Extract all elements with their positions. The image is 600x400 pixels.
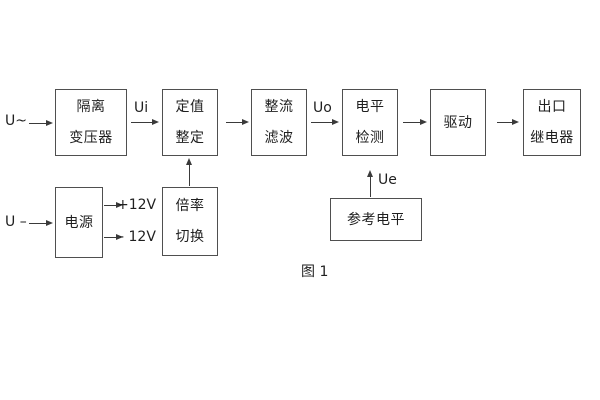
block-output-relay: 出口 继电器 [523, 89, 581, 156]
label-input-ac: U~ [5, 113, 27, 129]
block-reference-level: 参考电平 [330, 198, 422, 241]
block-power-supply: 电源 [55, 187, 103, 258]
label-input-dc: U – [5, 214, 27, 230]
arrow-driver-to-relay [497, 119, 519, 125]
label-signal-uo: Uo [313, 100, 332, 116]
block-ratio-switching: 倍率 切换 [162, 187, 218, 256]
arrow-setting-to-rectifier [226, 119, 249, 125]
arrow-level-to-driver [403, 119, 427, 125]
arrow-uac-to-isolation [29, 120, 53, 126]
block-rectifier-filter: 整流 滤波 [251, 89, 307, 156]
label-rail-neg12v: - 12V [119, 229, 156, 245]
arrow-udc-to-power [29, 220, 53, 226]
figure-caption: 图 1 [301, 264, 329, 280]
block-text-line: 定值 [175, 99, 205, 115]
arrow-ratio-to-setting [186, 158, 192, 186]
block-driver: 驱动 [430, 89, 486, 156]
block-text-line: 驱动 [443, 114, 473, 131]
block-text-line: 变压器 [69, 130, 113, 146]
arrow-isolation-to-setting [131, 119, 159, 125]
block-text-line: 倍率 [175, 198, 205, 214]
block-level-detection: 电平 检测 [342, 89, 398, 156]
arrow-reference-to-level [367, 170, 373, 197]
block-text-line: 整定 [175, 130, 205, 146]
block-setting-adjustment: 定值 整定 [162, 89, 218, 156]
block-text-line: 电平 [355, 99, 385, 115]
arrow-power-to-pos12v [104, 202, 123, 208]
block-isolation-transformer: 隔离 变压器 [55, 89, 127, 156]
arrow-rectifier-to-level [311, 119, 339, 125]
block-text-line: 检测 [355, 130, 385, 146]
label-signal-ue: Ue [378, 172, 397, 188]
label-signal-ui: Ui [134, 100, 149, 116]
block-text-line: 整流 [264, 99, 294, 115]
block-text-line: 参考电平 [347, 211, 405, 228]
block-text-line: 滤波 [264, 130, 294, 146]
label-rail-pos12v: +12V [117, 197, 157, 213]
block-text-line: 电源 [64, 214, 94, 231]
block-text-line: 出口 [537, 99, 567, 115]
arrow-power-to-neg12v [104, 234, 123, 240]
block-text-line: 切换 [175, 229, 205, 245]
block-text-line: 隔离 [76, 99, 106, 115]
block-text-line: 继电器 [530, 130, 574, 146]
